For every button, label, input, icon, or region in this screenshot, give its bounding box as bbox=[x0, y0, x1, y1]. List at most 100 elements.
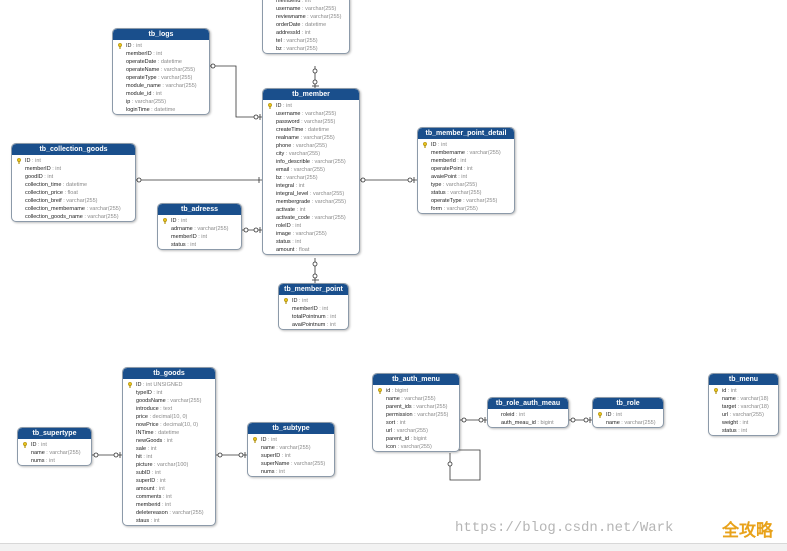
field-row: ID : int bbox=[595, 411, 663, 419]
field-type: varchar(255) bbox=[134, 99, 167, 105]
field-name: status bbox=[722, 428, 737, 434]
field-row: ID : int bbox=[14, 157, 135, 165]
field-name: memberid bbox=[136, 502, 161, 508]
field-type: int bbox=[730, 388, 737, 394]
field-row: status : int bbox=[276, 239, 302, 245]
field-type: int bbox=[742, 420, 749, 426]
field-name: reviewname bbox=[276, 14, 306, 20]
field-row: superName : varchar(255) bbox=[261, 461, 326, 467]
field-row: addressId : int bbox=[276, 30, 311, 36]
field-row: staus : int bbox=[136, 518, 160, 524]
table-title: tb_goods bbox=[123, 368, 215, 379]
field-row: city : varchar(255) bbox=[276, 151, 321, 157]
field-name: phone bbox=[276, 143, 292, 149]
field-type: bigint bbox=[413, 436, 427, 442]
field-type: varchar(255) bbox=[163, 67, 196, 73]
field-row: password : varchar(255) bbox=[276, 119, 336, 125]
field-type: varchar(255) bbox=[305, 6, 337, 12]
field-type: varchar(255) bbox=[87, 214, 119, 220]
field-row: target : varchar(18) bbox=[722, 404, 769, 410]
field-row: info_describle : varchar(255) bbox=[276, 159, 346, 165]
field-type: datetime bbox=[154, 107, 176, 113]
field-name: ID bbox=[292, 298, 298, 304]
field-name: collection_goods_name bbox=[25, 214, 83, 220]
field-name: membername bbox=[431, 150, 465, 156]
table-title: tb_logs bbox=[113, 29, 209, 40]
field-type: int bbox=[399, 420, 406, 426]
field-type: int bbox=[299, 207, 306, 213]
field-name: module_name bbox=[126, 83, 161, 89]
field-name: ID bbox=[431, 142, 437, 148]
field-row: activate : int bbox=[276, 207, 306, 213]
field-name: collection_membername bbox=[25, 206, 85, 212]
field-row: ID : int bbox=[420, 141, 514, 149]
field-type: int bbox=[286, 103, 292, 109]
field-row: roleID : int bbox=[276, 223, 302, 229]
field-type: varchar(255) bbox=[66, 198, 98, 204]
field-type: varchar(18) bbox=[740, 396, 769, 402]
field-type: int bbox=[295, 239, 302, 245]
field-row: membername : varchar(255) bbox=[431, 150, 501, 156]
field-name: loginTime bbox=[126, 107, 150, 113]
field-name: memberID bbox=[126, 51, 152, 57]
field-name: tel bbox=[276, 38, 282, 44]
field-name: name bbox=[31, 450, 45, 456]
table-title: tb_collection_goods bbox=[12, 144, 135, 155]
field-type: varchar(255) bbox=[314, 199, 347, 205]
field-name: collection_time bbox=[25, 182, 62, 188]
field-name: goodsName bbox=[136, 398, 166, 404]
field-name: memberId bbox=[431, 158, 456, 164]
field-name: memberID bbox=[292, 306, 318, 312]
field-type: int bbox=[154, 470, 161, 476]
field-name: status bbox=[171, 242, 186, 248]
field-name: url bbox=[722, 412, 729, 418]
table-title: tb_supertype bbox=[18, 428, 91, 439]
field-name: image bbox=[276, 231, 291, 237]
field-type: varchar(100) bbox=[157, 462, 189, 468]
field-type: datetime bbox=[158, 430, 180, 436]
field-type: varchar(255) bbox=[404, 396, 436, 402]
field-row: name : varchar(255) bbox=[31, 450, 81, 456]
field-row: subID : int bbox=[136, 470, 161, 476]
field-name: price bbox=[136, 414, 148, 420]
field-name: realname bbox=[276, 135, 299, 141]
field-row: sale : int bbox=[136, 446, 157, 452]
field-type: varchar(255) bbox=[466, 198, 498, 204]
field-name: picture bbox=[136, 462, 153, 468]
field-row: status : varchar(255) bbox=[431, 190, 482, 196]
field-name: membergrade bbox=[276, 199, 311, 205]
field-type: int bbox=[150, 446, 157, 452]
field-name: avaiePoint bbox=[431, 174, 457, 180]
primary-key-icon bbox=[163, 218, 167, 224]
field-row: hit : int bbox=[136, 454, 153, 460]
field-type: varchar(255) bbox=[89, 206, 121, 212]
field-type: datetime bbox=[305, 22, 327, 28]
field-row: typeID : int bbox=[136, 390, 163, 396]
field-type: int bbox=[519, 412, 525, 418]
table-title: tb_subtype bbox=[248, 423, 334, 434]
field-type: bigint bbox=[394, 388, 409, 394]
field-name: sort bbox=[386, 420, 396, 426]
field-name: ID bbox=[126, 43, 132, 49]
field-name: status bbox=[276, 239, 291, 245]
field-name: id bbox=[386, 388, 391, 394]
field-name: totalPointnum bbox=[292, 314, 326, 320]
field-type: int bbox=[55, 166, 62, 172]
field-name: ip bbox=[126, 99, 131, 105]
primary-key-icon bbox=[284, 298, 288, 304]
field-name: deletereason bbox=[136, 510, 168, 516]
